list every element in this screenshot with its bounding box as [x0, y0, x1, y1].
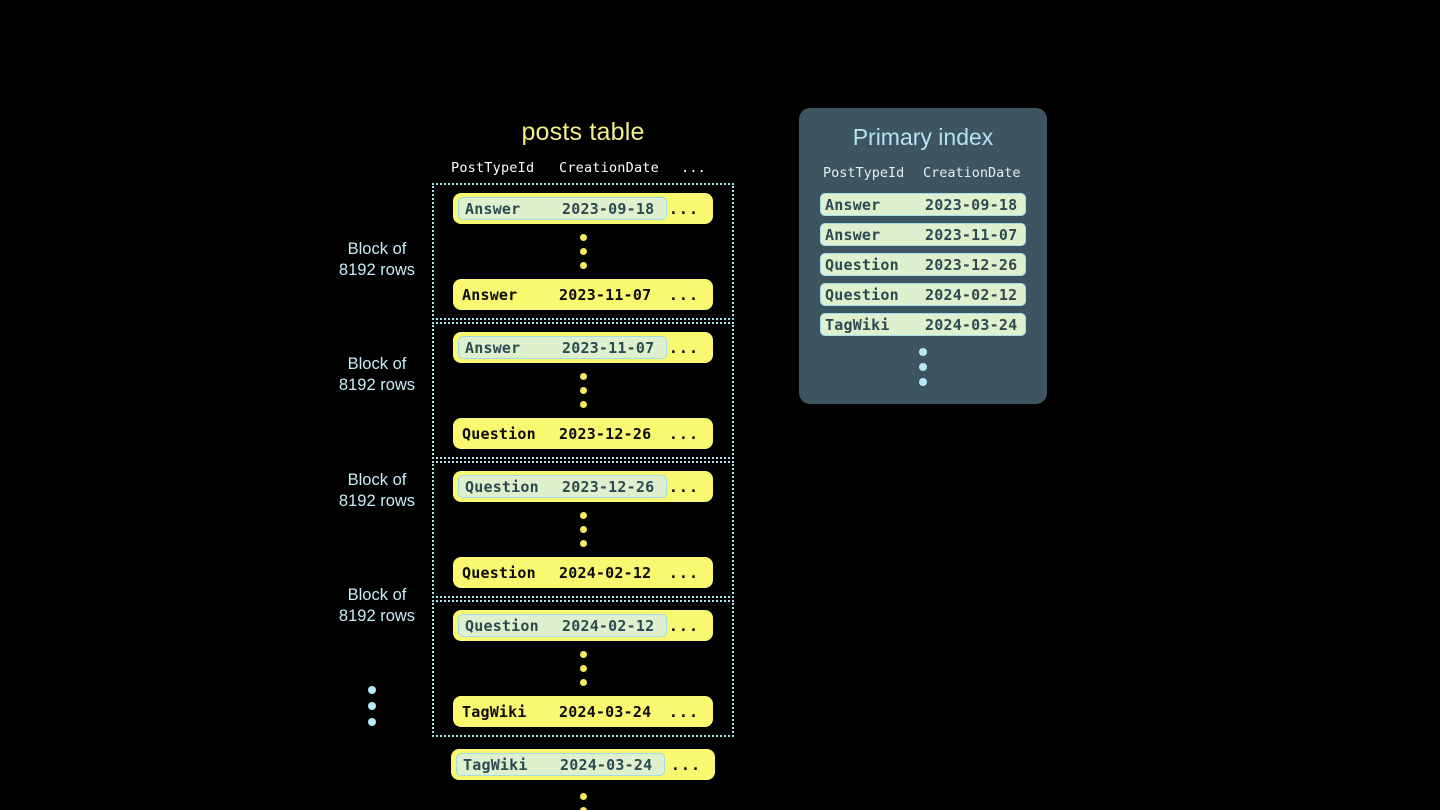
entry-creationdate: 2023-12-26 — [925, 255, 1018, 274]
data-block: Answer 2023-09-18 ... Answer 2023-11-07 … — [432, 183, 734, 320]
row-ellipsis: ... — [670, 755, 701, 774]
row-ellipsis: ... — [668, 338, 699, 357]
block-label-line1: Block of — [347, 471, 407, 489]
entry-creationdate: 2023-09-18 — [925, 195, 1018, 214]
entry-posttypeid: Question — [825, 255, 899, 274]
vertical-ellipsis-dots — [434, 502, 732, 557]
block-label: Block of 8192 rows — [302, 585, 452, 627]
row-creationdate: 2024-02-12 — [562, 616, 655, 635]
vertical-ellipsis-dots — [434, 641, 732, 696]
data-block: Question 2024-02-12 ... TagWiki 2024-03-… — [432, 600, 734, 737]
block-label: Block of 8192 rows — [302, 239, 452, 281]
table-row: Question 2023-12-26 ... — [453, 418, 713, 449]
data-block: Question 2023-12-26 ... Question 2024-02… — [432, 461, 734, 598]
column-header-creationdate: CreationDate — [923, 165, 1021, 181]
row-ellipsis: ... — [668, 424, 699, 443]
column-header-posttypeid: PostTypeId — [823, 165, 905, 181]
index-continues-dots — [820, 343, 1026, 386]
block-label: Block of 8192 rows — [302, 354, 452, 396]
row-ellipsis: ... — [668, 199, 699, 218]
column-header-posttypeid: PostTypeId — [451, 160, 535, 176]
row-ellipsis: ... — [668, 477, 699, 496]
row-posttypeid: Answer — [462, 285, 518, 304]
block-label-line2: 8192 rows — [338, 376, 416, 394]
row-posttypeid: TagWiki — [462, 702, 527, 721]
entry-creationdate: 2024-03-24 — [925, 315, 1018, 334]
row-creationdate: 2023-12-26 — [559, 424, 652, 443]
row-creationdate: 2024-02-12 — [559, 563, 652, 582]
entry-creationdate: 2023-11-07 — [925, 225, 1018, 244]
primary-index-panel: Primary index PostTypeId CreationDate An… — [799, 108, 1047, 404]
row-creationdate: 2023-12-26 — [562, 477, 655, 496]
entry-posttypeid: Question — [825, 285, 899, 304]
block-label-line1: Block of — [347, 355, 407, 373]
index-mark-chip: Question 2024-02-12 — [458, 614, 667, 637]
block-label-line2: 8192 rows — [338, 607, 416, 625]
posts-table-column-headers: PostTypeId CreationDate ... — [432, 160, 734, 176]
entry-posttypeid: TagWiki — [825, 315, 890, 334]
table-row: TagWiki 2024-03-24 ... — [453, 696, 713, 727]
table-row: TagWiki 2024-03-24 ... — [451, 749, 715, 780]
data-block: Answer 2023-11-07 ... Question 2023-12-2… — [432, 322, 734, 459]
row-posttypeid: Answer — [465, 338, 521, 357]
table-row: Answer 2023-11-07 ... — [453, 279, 713, 310]
table-row: Answer 2023-09-18 ... — [453, 193, 713, 224]
table-row: Answer 2023-11-07 ... — [453, 332, 713, 363]
index-mark-chip: TagWiki 2024-03-24 — [456, 753, 665, 776]
index-entry: Question 2024-02-12 — [820, 283, 1026, 306]
row-creationdate: 2024-03-24 — [560, 755, 653, 774]
index-entry: TagWiki 2024-03-24 — [820, 313, 1026, 336]
block-label-line1: Block of — [347, 586, 407, 604]
index-mark-chip: Answer 2023-11-07 — [458, 336, 667, 359]
row-posttypeid: Question — [462, 424, 536, 443]
row-posttypeid: TagWiki — [463, 755, 528, 774]
row-ellipsis: ... — [668, 616, 699, 635]
posts-table-title: posts table — [521, 118, 645, 146]
index-entry: Question 2023-12-26 — [820, 253, 1026, 276]
row-posttypeid: Question — [465, 477, 539, 496]
row-creationdate: 2023-09-18 — [562, 199, 655, 218]
table-row: Question 2024-02-12 ... — [453, 610, 713, 641]
posts-table-figure: posts table PostTypeId CreationDate ... … — [432, 118, 734, 810]
row-ellipsis: ... — [668, 702, 699, 721]
vertical-ellipsis-dots — [434, 224, 732, 279]
row-creationdate: 2023-11-07 — [562, 338, 655, 357]
entry-posttypeid: Answer — [825, 195, 881, 214]
block-label-line2: 8192 rows — [338, 261, 416, 279]
row-ellipsis: ... — [668, 285, 699, 304]
entry-creationdate: 2024-02-12 — [925, 285, 1018, 304]
row-creationdate: 2023-11-07 — [559, 285, 652, 304]
block-label-line1: Block of — [347, 240, 407, 258]
block-label: Block of 8192 rows — [302, 470, 452, 512]
table-row: Question 2024-02-12 ... — [453, 557, 713, 588]
index-mark-chip: Answer 2023-09-18 — [458, 197, 667, 220]
block-label-line2: 8192 rows — [338, 492, 416, 510]
entry-posttypeid: Answer — [825, 225, 881, 244]
index-entry: Answer 2023-09-18 — [820, 193, 1026, 216]
index-mark-chip: Question 2023-12-26 — [458, 475, 667, 498]
primary-index-title: Primary index — [852, 124, 994, 150]
row-posttypeid: Question — [465, 616, 539, 635]
vertical-ellipsis-dots — [434, 363, 732, 418]
table-continues-dots — [368, 686, 376, 726]
column-header-ellipsis: ... — [681, 160, 706, 176]
row-posttypeid: Answer — [465, 199, 521, 218]
row-posttypeid: Question — [462, 563, 536, 582]
row-ellipsis: ... — [668, 563, 699, 582]
vertical-ellipsis-dots — [432, 780, 734, 810]
index-entry: Answer 2023-11-07 — [820, 223, 1026, 246]
row-creationdate: 2024-03-24 — [559, 702, 652, 721]
primary-index-column-headers: PostTypeId CreationDate — [820, 165, 1026, 181]
column-header-creationdate: CreationDate — [559, 160, 659, 176]
table-row: Question 2023-12-26 ... — [453, 471, 713, 502]
